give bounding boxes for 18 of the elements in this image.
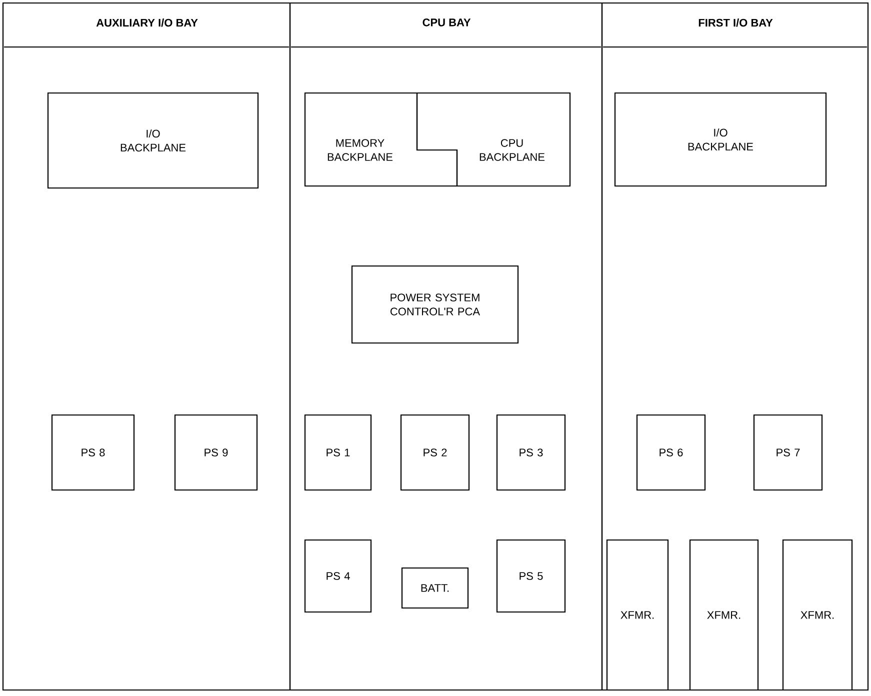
component-box: PS 5 [496, 539, 566, 613]
component-box: PS 2 [400, 414, 470, 491]
component-box: PS 1 [304, 414, 372, 491]
component-box: XFMR. [782, 539, 853, 691]
component-box: XFMR. [689, 539, 759, 691]
component-box: PS 9 [174, 414, 258, 491]
component-box: PS 4 [304, 539, 372, 613]
component-box: PS 7 [753, 414, 823, 491]
component-box: PS 6 [636, 414, 706, 491]
backplane-board: CPU BACKPLANE [416, 92, 571, 187]
backplane-board: MEMORY BACKPLANE [304, 92, 458, 187]
component-box: I/O BACKPLANE [614, 92, 827, 187]
component-box: BATT. [401, 567, 469, 609]
component-box: PS 8 [51, 414, 135, 491]
component-box: XFMR. [606, 539, 669, 691]
component-box: I/O BACKPLANE [47, 92, 259, 189]
component-box: POWER SYSTEM CONTROL'R PCA [351, 265, 519, 344]
component-box: PS 3 [496, 414, 566, 491]
